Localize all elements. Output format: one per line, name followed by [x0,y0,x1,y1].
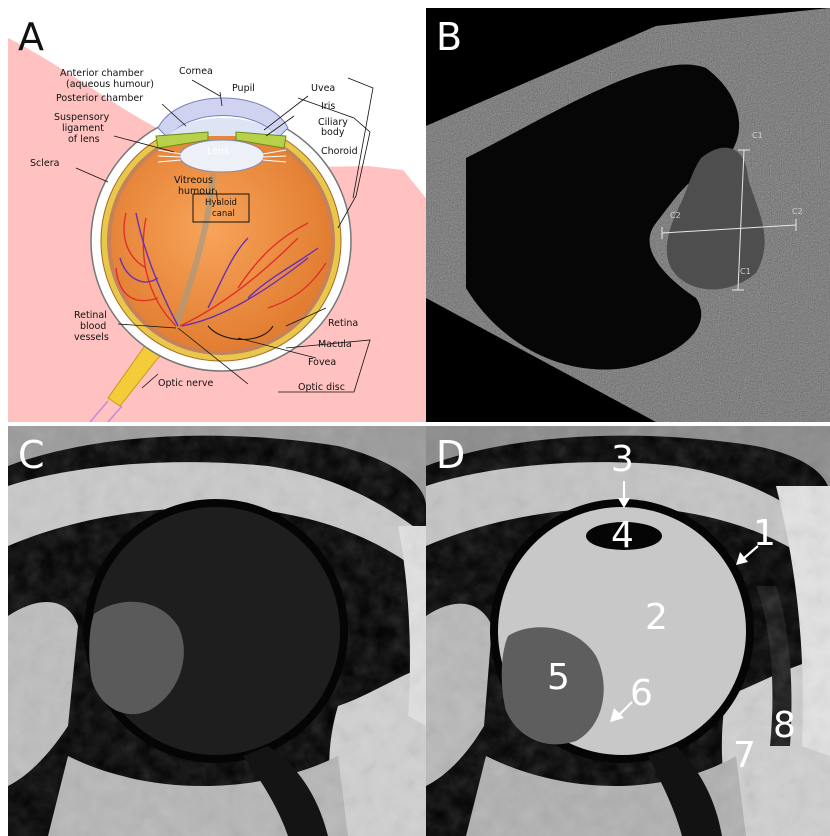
label-iris: Iris [321,101,335,112]
caliper-label-top: C1 [752,131,763,140]
panel-d-mri-t2: D 1 2 3 4 5 6 7 8 [426,426,830,836]
marker-7-orbital-fat: 7 [733,738,756,774]
label-lens: Lens [207,146,229,157]
marker-6-choroid: 6 [630,676,653,712]
label-pupil: Pupil [232,83,255,94]
label-retinal: Retinal [74,310,107,321]
label-body: body [321,127,345,138]
label-optic-nerve: Optic nerve [158,378,214,389]
label-vitreous: Vitreous [174,175,213,186]
label-canal: canal [212,209,235,219]
label-cornea: Cornea [179,66,213,77]
label-macula: Macula [318,339,352,350]
marker-5-mass: 5 [547,660,570,696]
label-hyaloid: Hyaloid [205,198,237,208]
caliper-label-right: C2 [792,207,803,216]
caliper-label-left: C2 [670,211,681,220]
label-choroid: Choroid [321,146,358,157]
label-optic-disc: Optic disc [298,382,345,393]
ultrasound-image: C1 C2 C2 C1 [426,8,830,422]
label-sclera: Sclera [30,158,59,169]
label-retina: Retina [328,318,358,329]
label-aqueous-humour: (aqueous humour) [66,79,154,90]
marker-8-muscle: 8 [773,708,796,744]
panel-d-label: D [436,436,465,474]
label-vessels: vessels [74,332,109,343]
panel-b-ultrasound: C1 C2 C2 C1 B [426,8,830,422]
panel-b-label: B [436,18,462,56]
label-of-lens: of lens [68,134,100,145]
label-anterior-chamber: Anterior chamber [60,68,144,79]
label-ligament: ligament [62,123,104,134]
marker-3-cornea: 3 [611,442,634,478]
label-posterior-chamber: Posterior chamber [56,93,143,104]
label-humour: humour [178,186,215,197]
label-fovea: Fovea [308,357,336,368]
marker-2-vitreous: 2 [645,600,668,636]
marker-1-sclera: 1 [753,516,776,552]
label-blood: blood [80,321,106,332]
label-uvea: Uvea [311,83,335,94]
panel-a-label: A [18,18,44,56]
mri-t1-image [8,426,426,836]
marker-4-lens: 4 [611,518,634,554]
panel-a-eye-diagram: Anterior chamber (aqueous humour) Poster… [8,8,426,422]
mri-t2-image [426,426,830,836]
label-suspensory: Suspensory [54,112,110,123]
caliper-label-bottom: C1 [740,267,751,276]
panel-c-label: C [18,436,45,474]
eye-anatomy-diagram: Anterior chamber (aqueous humour) Poster… [8,8,426,422]
panel-c-mri-t1: C [8,426,426,836]
